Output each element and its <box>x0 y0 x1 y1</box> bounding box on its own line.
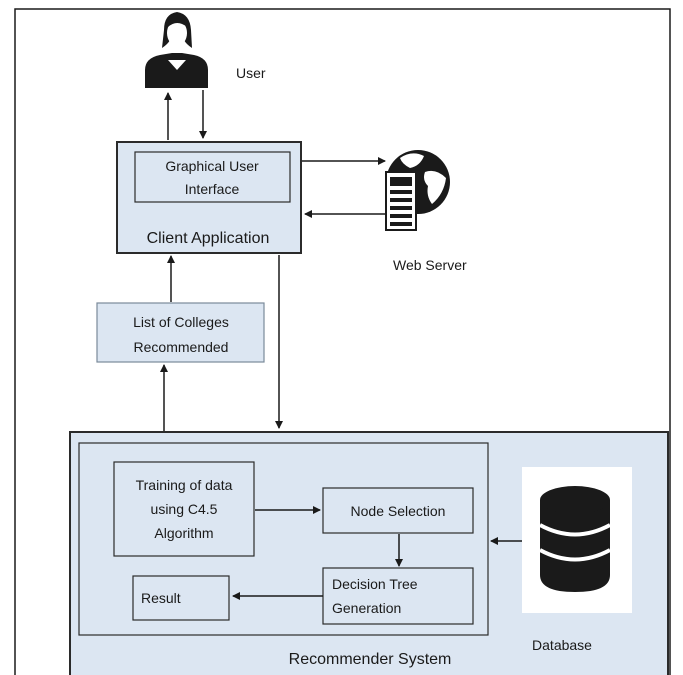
user-icon <box>145 12 208 88</box>
decision-tree-box <box>322 567 474 625</box>
list-of-colleges-box <box>96 302 265 363</box>
user-label: User <box>236 65 266 81</box>
result-label: Result <box>141 590 181 606</box>
web-server-icon <box>385 150 450 231</box>
client-application-label: Client Application <box>147 230 270 247</box>
list-of-colleges-line2: Recommended <box>134 339 229 355</box>
list-of-colleges-line1: List of Colleges <box>133 314 229 330</box>
decision-tree-line2: Generation <box>332 600 401 616</box>
decision-tree-line1: Decision Tree <box>332 576 418 592</box>
recommender-system-label: Recommender System <box>289 651 452 668</box>
training-line3: Algorithm <box>154 525 213 541</box>
node-selection-label: Node Selection <box>351 503 446 519</box>
web-server-label: Web Server <box>393 257 467 273</box>
node-selection-box <box>322 487 474 534</box>
database-icon <box>539 486 611 592</box>
database-label: Database <box>532 637 592 653</box>
training-line2: using C4.5 <box>151 501 218 517</box>
gui-label-line1: Graphical User <box>165 158 259 174</box>
gui-box <box>134 151 291 203</box>
training-line1: Training of data <box>136 477 233 493</box>
result-box <box>132 575 230 621</box>
gui-label-line2: Interface <box>185 181 240 197</box>
training-box <box>113 461 255 557</box>
